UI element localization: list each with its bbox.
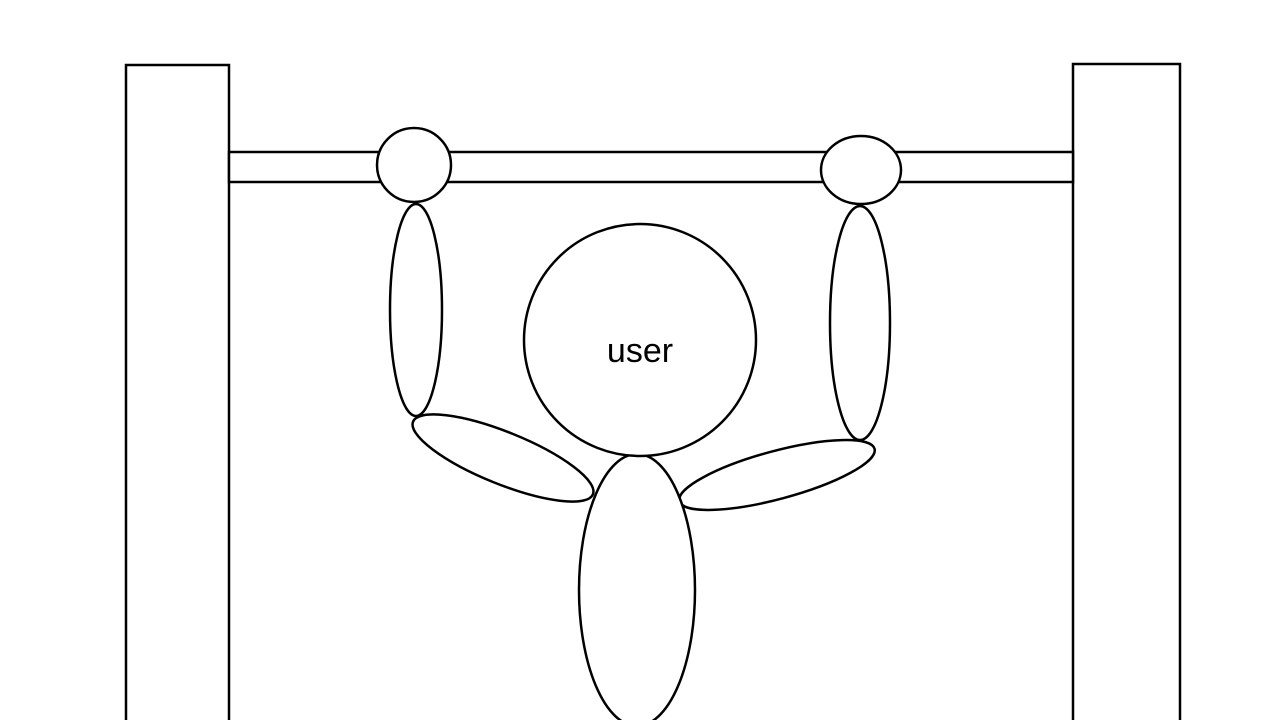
left-upper-arm [411, 413, 595, 503]
right-post [1071, 62, 1182, 720]
torso [577, 452, 697, 720]
left-post [124, 63, 231, 720]
horizontal-bar [227, 150, 1075, 184]
left-hand [375, 126, 453, 204]
right-hand [819, 134, 903, 206]
left-forearm [388, 202, 444, 418]
right-upper-arm [677, 438, 877, 512]
head-label: user [607, 332, 673, 370]
right-forearm [828, 204, 892, 442]
head [522, 222, 758, 458]
